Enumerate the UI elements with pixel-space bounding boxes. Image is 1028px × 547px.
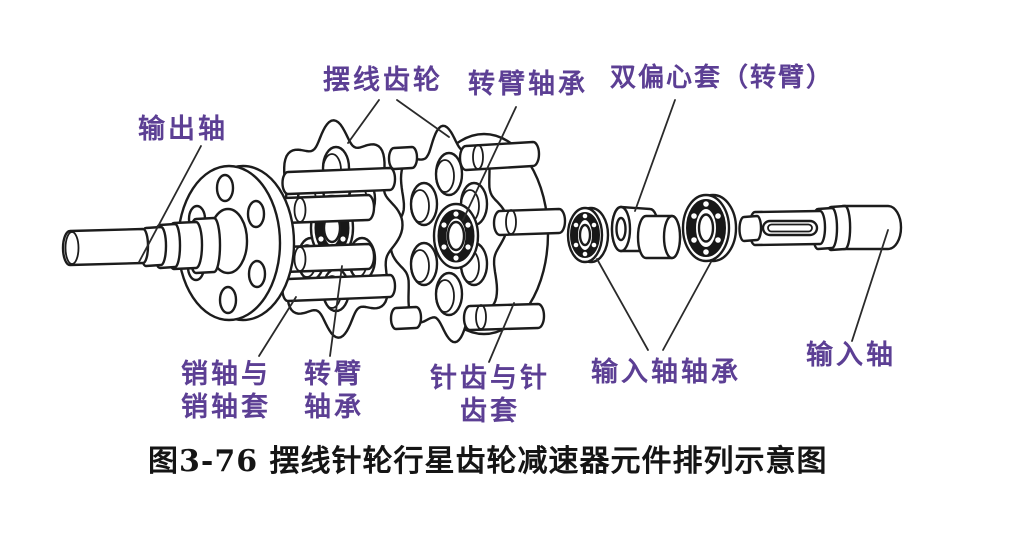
input-shaft	[738, 204, 903, 252]
leader-lines	[138, 99, 889, 363]
label-pin-shaft-line2: 销轴套	[181, 392, 271, 423]
label-output-shaft: 输出轴	[138, 114, 228, 145]
gear-2-center-bearing	[432, 202, 480, 270]
label-double-eccentric-sleeve: 双偏心套（转臂）	[610, 63, 835, 93]
label-pin-teeth-line1: 针齿与针	[430, 363, 550, 394]
label-crank-arm-bearing-top: 转臂轴承	[468, 69, 588, 100]
label-pin-shaft-and-sleeve: 销轴与 销轴套	[176, 358, 276, 424]
label-pin-teeth-line2: 齿套	[460, 396, 520, 427]
label-crank-arm-bearing-bottom: 转臂 轴承	[300, 358, 368, 424]
label-cycloid-gear: 摆线齿轮	[323, 65, 443, 96]
double-eccentric-sleeve	[610, 205, 682, 260]
label-crank-arm-bearing-bottom-line1: 转臂	[304, 359, 364, 390]
figure-caption: 图3-76 摆线针轮行星齿轮减速器元件排列示意图	[148, 444, 828, 479]
pin-teeth	[387, 140, 567, 332]
label-input-shaft-bearing: 输入轴轴承	[591, 357, 741, 388]
output-flange	[176, 164, 296, 322]
label-pin-shaft-line1: 销轴与	[181, 359, 271, 390]
input-bearing-small	[566, 206, 610, 264]
input-bearing-large	[681, 193, 738, 263]
label-pin-teeth-and-sleeve: 针齿与针 齿套	[425, 362, 555, 428]
label-input-shaft: 输入轴	[806, 340, 896, 371]
label-crank-arm-bearing-bottom-line2: 轴承	[304, 392, 364, 423]
output-shaft	[61, 216, 222, 275]
